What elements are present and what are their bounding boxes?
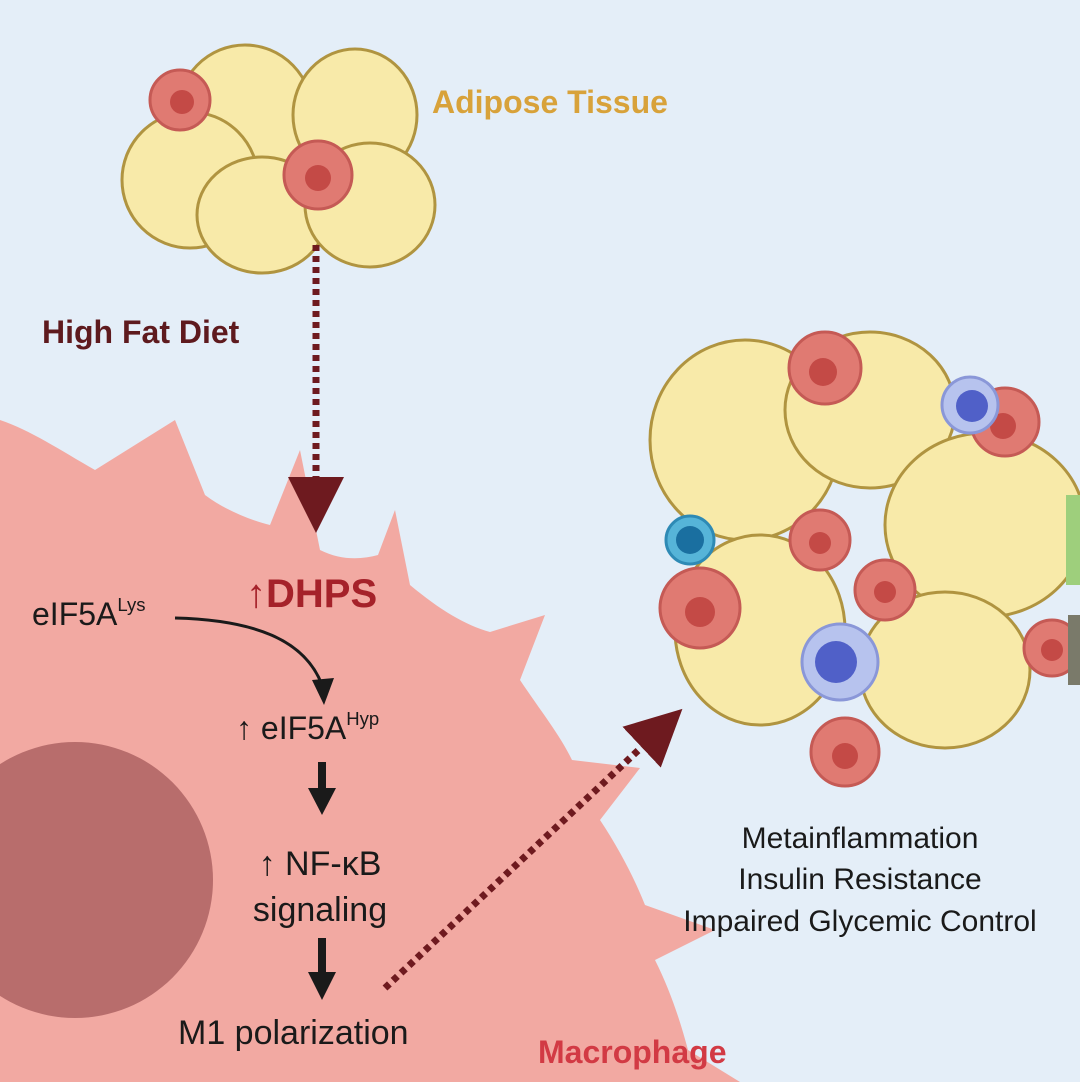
lys-to-hyp-arrow — [174, 616, 324, 686]
adipose-small-macrophages — [148, 68, 354, 211]
dhps-label: ↑DHPS — [246, 572, 378, 616]
hyp-to-nfkb-arrow — [308, 788, 336, 815]
nfkb-signaling-label: ↑ NF-κB signaling — [252, 845, 388, 929]
macrophage-label: Macrophage — [538, 1034, 727, 1070]
macrophage-nuclei — [685, 358, 1063, 769]
outcome-item: Insulin Resistance — [738, 863, 982, 897]
nfkb-to-m1-arrow — [308, 972, 336, 1000]
eif5a-lys-label: eIF5ALys — [32, 594, 146, 632]
adipose-tissue-label: Adipose Tissue — [432, 84, 668, 120]
outcomes-list: Metainflammation Insulin Resistance Impa… — [640, 818, 1080, 942]
up-arrow-icon: ↑ — [246, 572, 266, 616]
outcome-item: Metainflammation — [741, 822, 979, 855]
macrophage-nucleus — [0, 742, 213, 1018]
high-fat-diet-label: High Fat Diet — [42, 314, 240, 350]
m1-to-tissue-arrow — [382, 708, 683, 991]
outcome-item: Impaired Glycemic Control — [683, 904, 1037, 938]
lymphocytes — [664, 375, 1000, 702]
eif5a-hyp-label: ↑ eIF5AHyp — [236, 708, 380, 746]
m1-polarization-label: M1 polarization — [178, 1014, 409, 1052]
